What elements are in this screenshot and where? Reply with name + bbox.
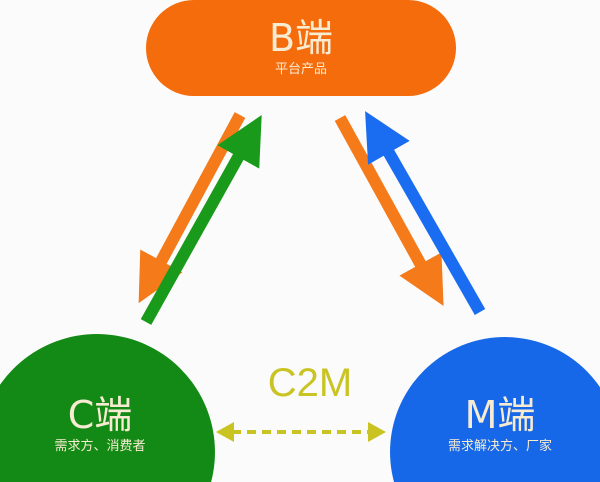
m-node-subtitle: 需求解决方、厂家: [447, 439, 552, 454]
arrow-b-to-c: [138, 112, 246, 304]
b-node-pill: [146, 0, 456, 96]
b-node-title: B端: [268, 16, 334, 60]
c-node-title: C端: [67, 393, 133, 437]
dashed-arrowhead-right: [368, 422, 386, 442]
m-node-label: M端 需求解决方、厂家: [400, 395, 600, 455]
m-node-circle: [390, 337, 600, 482]
b-node-label: B端 平台产品: [146, 18, 456, 78]
arrow-c-to-b: [140, 115, 262, 325]
c-node-circle: [0, 334, 215, 482]
m-node-title: M端: [464, 393, 536, 437]
arrow-m-to-b: [365, 111, 486, 315]
c-node-subtitle: 需求方、消费者: [54, 439, 146, 454]
dashed-arrowhead-left: [216, 422, 234, 442]
c-node-label: C端 需求方、消费者: [0, 395, 200, 455]
b-node-subtitle: 平台产品: [274, 62, 327, 77]
c2m-label: C2M: [267, 361, 353, 405]
arrow-b-to-m: [334, 115, 444, 307]
